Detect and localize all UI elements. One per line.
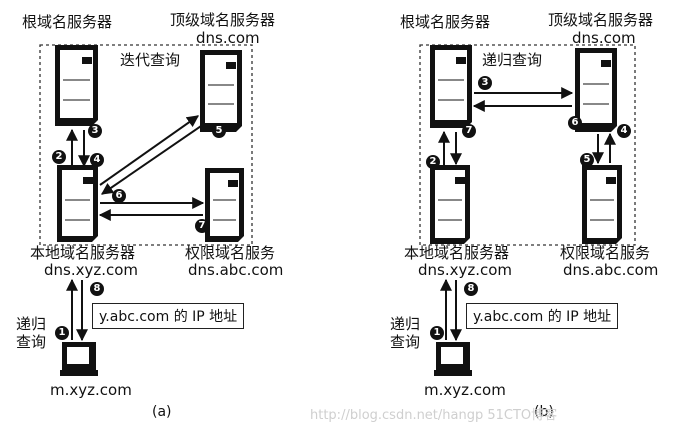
tld-server-label: 顶级域名服务器 xyxy=(548,11,654,29)
watermark: http://blog.csdn.net/hangp 51CTO博客 xyxy=(310,408,558,423)
host-computer-icon xyxy=(434,342,472,376)
auth-server-icon xyxy=(205,168,244,242)
host-computer-icon xyxy=(60,342,98,376)
local-server-domain: dns.xyz.com xyxy=(418,261,513,279)
query-mode-label: 递归查询 xyxy=(482,51,543,69)
caption-a: (a) xyxy=(152,404,172,420)
local-server-label: 本地域名服务器 xyxy=(404,244,510,262)
local-server-label: 本地域名服务器 xyxy=(30,244,136,262)
step-badge: 5 xyxy=(212,124,226,138)
step-badge: 2 xyxy=(426,155,440,169)
answer-box: y.abc.com 的 IP 地址 xyxy=(466,303,619,329)
recursive-label: 查询 xyxy=(390,333,421,351)
step-badge: 4 xyxy=(90,153,104,167)
step-badge: 7 xyxy=(462,124,476,138)
step-badge: 1 xyxy=(430,326,444,340)
recursive-label: 查询 xyxy=(16,333,47,351)
tld-server-icon xyxy=(575,48,617,132)
auth-server-domain: dns.abc.com xyxy=(563,261,659,279)
auth-server-icon xyxy=(582,165,622,244)
step-badge: 8 xyxy=(464,282,478,296)
step-badge: 6 xyxy=(112,189,126,203)
step-badge: 1 xyxy=(55,326,69,340)
root-server-icon xyxy=(430,45,472,128)
answer-box: y.abc.com 的 IP 地址 xyxy=(92,303,245,329)
dns-system-boundary-b xyxy=(419,44,636,246)
dns-system-boundary-a xyxy=(39,44,253,246)
step-badge: 3 xyxy=(478,76,492,90)
root-server-label: 根域名服务器 xyxy=(400,13,491,31)
step-badge: 3 xyxy=(88,124,102,138)
local-server-icon xyxy=(430,165,470,244)
arrow-step-5 xyxy=(101,123,205,195)
auth-server-label: 权限域名服务 xyxy=(185,244,276,262)
tld-server-domain: dns.com xyxy=(196,29,260,47)
caption-b: (b) xyxy=(534,404,554,420)
root-server-label: 根域名服务器 xyxy=(22,13,113,31)
local-server-icon xyxy=(57,165,98,242)
tld-server-icon xyxy=(200,50,242,132)
step-badge: 4 xyxy=(617,124,631,138)
host-label: m.xyz.com xyxy=(424,381,506,399)
recursive-label: 递归 xyxy=(16,315,47,333)
auth-server-label: 权限域名服务 xyxy=(560,244,651,262)
step-badge: 7 xyxy=(195,219,209,233)
step-badge: 5 xyxy=(580,153,594,167)
root-server-icon xyxy=(55,45,98,126)
tld-server-domain: dns.com xyxy=(572,29,636,47)
host-label: m.xyz.com xyxy=(50,381,132,399)
auth-server-domain: dns.abc.com xyxy=(188,261,284,279)
local-server-domain: dns.xyz.com xyxy=(44,261,139,279)
step-badge: 8 xyxy=(90,282,104,296)
step-badge: 6 xyxy=(568,116,582,130)
recursive-label: 递归 xyxy=(390,315,421,333)
step-badge: 2 xyxy=(52,150,66,164)
query-mode-label: 迭代查询 xyxy=(120,51,181,69)
arrow-step-4 xyxy=(99,115,199,186)
tld-server-label: 顶级域名服务器 xyxy=(170,11,276,29)
